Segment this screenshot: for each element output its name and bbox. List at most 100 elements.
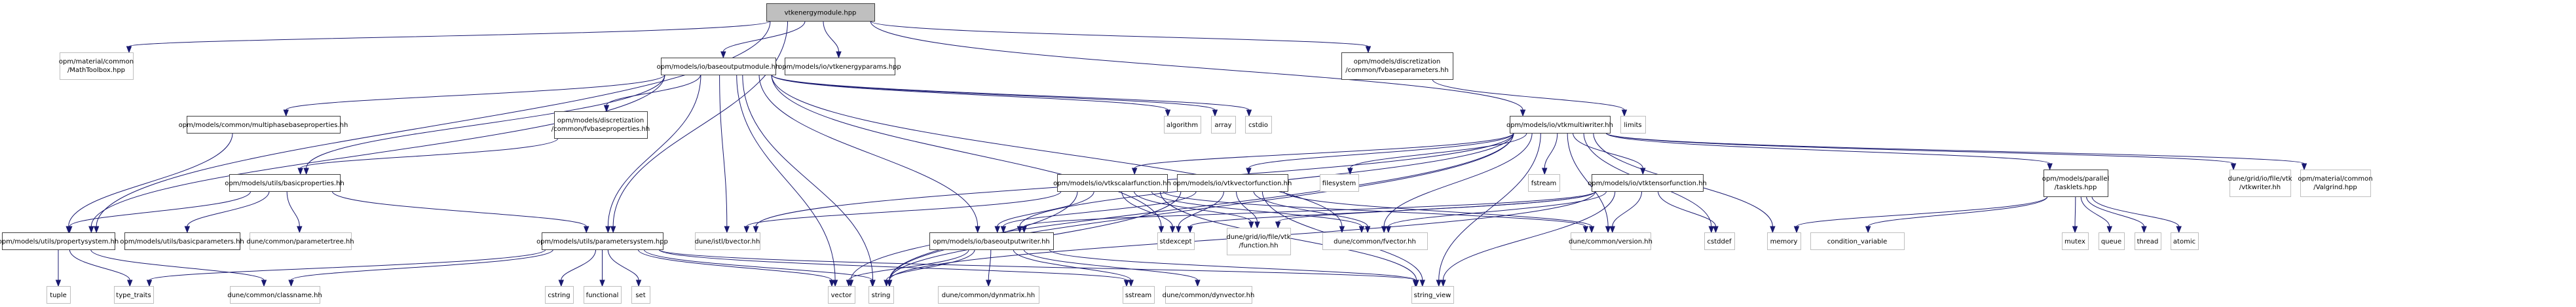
node-box-parametertree xyxy=(250,232,352,250)
edge-vtkmultiwriter-to-version xyxy=(1567,132,1609,227)
node-label-parametersystem: opm/models/utils/parametersystem.hpp xyxy=(536,238,668,245)
arrowhead-vtkscalarfunction-to-function xyxy=(1248,221,1254,229)
edge-root-to-fvbaseparameters xyxy=(870,20,1369,47)
node-baseoutputwriter[interactable]: opm/models/io/baseoutputwriter.hh xyxy=(929,232,1054,250)
node-box-parametersystem xyxy=(542,232,663,250)
edge-vtktensorfunction-to-baseoutputwriter xyxy=(1024,190,1596,227)
edge-vtkscalarfunction-to-bvector xyxy=(746,190,1062,227)
edge-vtkvectorfunction-to-version xyxy=(1283,190,1592,227)
node-vtkvectorfunction[interactable]: opm/models/io/vtkvectorfunction.hh xyxy=(1173,174,1292,192)
arrowhead-vtkscalarfunction-to-stdexcept xyxy=(1169,226,1176,234)
edge-tasklets-to-queue xyxy=(2080,196,2110,227)
node-label-type_traits: type_traits xyxy=(116,292,151,299)
node-fvbaseparameters[interactable]: opm/models/discretization/common/fvbasep… xyxy=(1341,52,1453,80)
node-baseoutputmodule[interactable]: opm/models/io/baseoutputmodule.hh xyxy=(657,58,780,75)
edge-baseoutputmodule-to-baseoutputwriter xyxy=(758,74,979,227)
edge-vtkmultiwriter-to-vtkwriter xyxy=(1605,132,2234,164)
edge-root-to-parametersystem xyxy=(612,20,789,227)
edge-vtkmultiwriter-to-fstream xyxy=(1544,132,1558,169)
node-label-cstddef: cstddef xyxy=(1708,238,1732,245)
arrowhead-baseoutputmodule-to-vector xyxy=(832,280,838,287)
arrowhead-vtkmultiwriter-to-cstddef xyxy=(1708,226,1715,234)
node-label-propertysystem: opm/models/utils/propertysystem.hh xyxy=(0,238,119,245)
edge-baseoutputmodule-to-bvector xyxy=(719,74,728,227)
node-box-function xyxy=(1227,228,1291,255)
arrowhead-vtktensorfunction-to-fvector xyxy=(1385,226,1392,234)
node-box-cstdio xyxy=(1245,116,1272,134)
node-parametersystem[interactable]: opm/models/utils/parametersystem.hpp xyxy=(536,232,668,250)
arrowhead-vtkmultiwriter-to-filesystem xyxy=(1347,168,1353,175)
edge-vtkmultiwriter-to-tasklets xyxy=(1605,132,2051,164)
node-box-type_traits xyxy=(114,286,154,304)
node-vtktensorfunction[interactable]: opm/models/io/vtktensorfunction.hh xyxy=(1588,174,1707,192)
node-mutex: mutex xyxy=(2062,232,2089,250)
node-vtkscalarfunction[interactable]: opm/models/io/vtkscalarfunction.hh xyxy=(1053,174,1171,192)
edge-vtktensorfunction-to-string_view xyxy=(1442,190,1616,281)
node-classname: dune/common/classname.hh xyxy=(227,286,322,304)
arrowhead-vtkmultiwriter-to-bvector xyxy=(753,226,759,234)
node-box-vtkmultiwriter xyxy=(1510,116,1611,134)
arrowhead-tasklets-to-queue xyxy=(2106,226,2113,234)
node-label-tasklets: opm/models/parallel xyxy=(2042,175,2110,183)
node-fvbaseproperties[interactable]: opm/models/discretization/common/fvbasep… xyxy=(551,111,650,139)
arrowhead-tasklets-to-condition_variable xyxy=(1865,226,1871,234)
node-box-vtkvectorfunction xyxy=(1177,174,1288,192)
edge-tasklets-to-condition_variable xyxy=(1867,196,2048,227)
edge-baseoutputwriter-to-dynvector xyxy=(1023,249,1198,281)
edge-vtkvectorfunction-to-fvector xyxy=(1253,190,1368,227)
node-label-function: dune/grid/io/file/vtk xyxy=(1227,234,1291,241)
edge-vtkmultiwriter-to-vector xyxy=(850,132,1514,281)
node-label-bvector: dune/istl/bvector.hh xyxy=(695,238,760,245)
node-cstddef: cstddef xyxy=(1704,232,1735,250)
edge-vtkmultiwriter-to-valgrind xyxy=(1605,132,2305,164)
node-box-classname xyxy=(230,286,320,304)
node-label-functional: functional xyxy=(586,292,619,299)
arrowhead-baseoutputwriter-to-dynvector xyxy=(1195,280,1201,287)
arrowhead-propertysystem-to-type_traits xyxy=(127,280,133,287)
node-algorithm: algorithm xyxy=(1164,116,1201,134)
arrowhead-baseoutputmodule-to-propertysystem xyxy=(88,226,94,234)
node-vtkmultiwriter[interactable]: opm/models/io/vtkmultiwriter.hh xyxy=(1506,116,1613,134)
node-vtkenergyparams[interactable]: opm/models/io/vtkenergyparams.hpp xyxy=(778,58,901,75)
node-box-fvector xyxy=(1322,232,1428,250)
arrowhead-root-to-mathtoolbox xyxy=(126,46,132,54)
node-multiphasebaseproperties[interactable]: opm/models/common/multiphasebaseproperti… xyxy=(179,116,348,134)
node-label-dynmatrix: dune/common/dynmatrix.hh xyxy=(942,292,1036,299)
arrowhead-baseoutputmodule-to-basicproperties xyxy=(303,168,309,175)
arrowhead-vtkmultiwriter-to-memory xyxy=(1770,226,1776,234)
edge-baseoutputmodule-to-multiphasebaseproperties xyxy=(286,74,665,111)
node-box-queue xyxy=(2099,232,2125,250)
arrowhead-baseoutputmodule-to-parametersystem xyxy=(605,226,611,234)
node-function: dune/grid/io/file/vtk/function.hh xyxy=(1227,228,1291,255)
nodes-layer: vtkenergymodule.hppopm/material/common/M… xyxy=(0,3,2373,304)
node-box-vector xyxy=(828,286,855,304)
arrowhead-baseoutputmodule-to-cstdio xyxy=(1246,109,1252,117)
node-basicparameters[interactable]: opm/models/utils/basicparameters.hh xyxy=(120,232,244,250)
node-label-atomic: atomic xyxy=(2173,238,2195,245)
edge-baseoutputwriter-to-sstream xyxy=(1013,249,1132,281)
arrowhead-parametersystem-to-cstring xyxy=(558,280,565,287)
arrowhead-tasklets-to-mutex xyxy=(2072,226,2078,234)
node-tuple: tuple xyxy=(47,286,71,304)
arrowhead-vtkmultiwriter-to-vtkvectorfunction xyxy=(1246,168,1252,175)
node-basicproperties[interactable]: opm/models/utils/basicproperties.hh xyxy=(225,174,345,192)
node-box-valgrind xyxy=(2300,170,2371,197)
node-string: string xyxy=(868,286,894,304)
node-tasklets[interactable]: opm/models/parallel/tasklets.hpp xyxy=(2042,170,2110,197)
node-label-fvbaseparameters: opm/models/discretization xyxy=(1354,58,1440,65)
node-valgrind: opm/material/common/Valgrind.hpp xyxy=(2298,170,2373,197)
node-root[interactable]: vtkenergymodule.hpp xyxy=(766,3,875,22)
arrowhead-vtkmultiwriter-to-tasklets xyxy=(2047,163,2053,171)
node-label-version: dune/common/version.hh xyxy=(1569,238,1652,245)
edge-basicproperties-to-parametertree xyxy=(286,190,300,227)
edge-fvbaseparameters-to-limits xyxy=(1432,79,1625,111)
edge-baseoutputmodule-to-fvector xyxy=(771,74,1343,227)
arrowhead-baseoutputwriter-to-vector xyxy=(846,280,852,287)
node-vector: vector xyxy=(828,286,855,304)
node-box-array xyxy=(1211,116,1236,134)
node-box-root xyxy=(766,3,875,22)
node-label-thread: thread xyxy=(2137,238,2159,245)
edge-parametersystem-to-classname xyxy=(291,249,553,281)
node-propertysystem[interactable]: opm/models/utils/propertysystem.hh xyxy=(0,232,119,250)
arrowhead-vtkmultiwriter-to-version xyxy=(1605,226,1611,234)
